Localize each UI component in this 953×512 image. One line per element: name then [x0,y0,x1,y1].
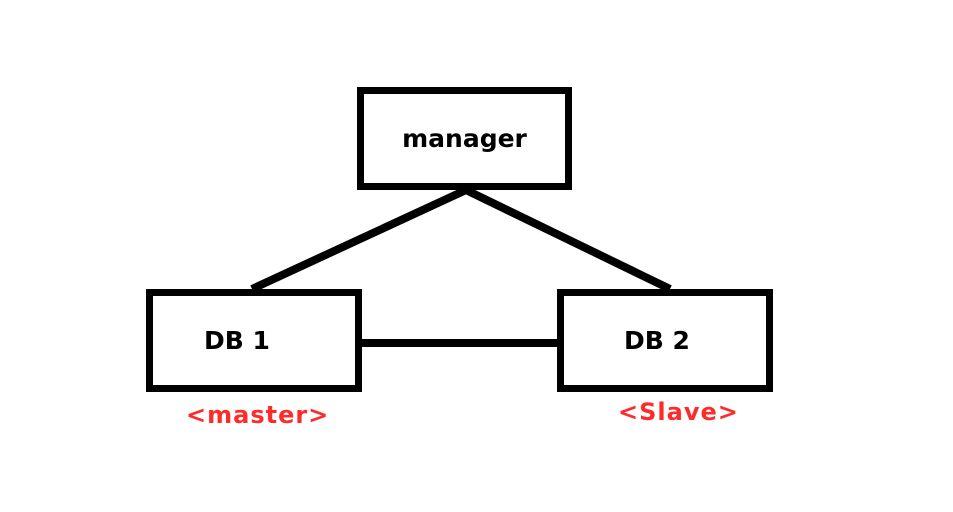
manager-node-label: manager [402,124,527,153]
db2-role-label: <Slave> [618,398,739,426]
manager-node: manager [357,87,572,190]
edge-manager-db2 [464,186,672,293]
edge-manager-db1 [250,186,468,293]
db2-node-label: DB 2 [624,326,690,355]
db2-node: DB 2 [557,289,773,392]
db1-node-label: DB 1 [204,326,270,355]
db1-role-label: <master> [186,401,330,429]
db1-node: DB 1 [146,289,362,392]
